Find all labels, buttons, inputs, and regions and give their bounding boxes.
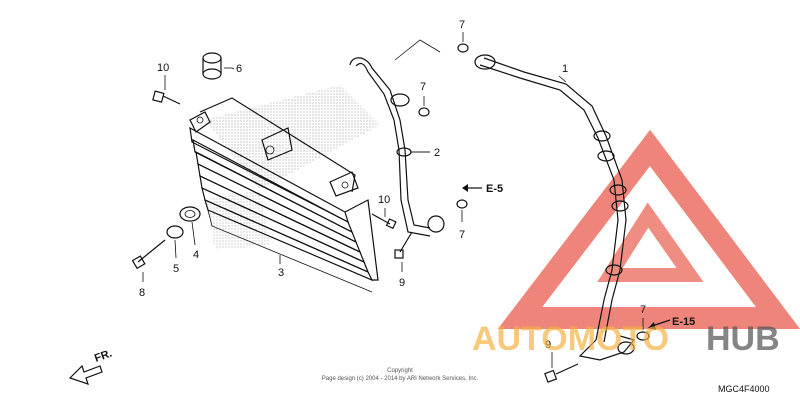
oil-pipe-1 bbox=[474, 54, 636, 361]
reference-e5: E-5 bbox=[462, 183, 503, 195]
callout-2: 2 bbox=[434, 147, 440, 159]
callout-3: 3 bbox=[278, 267, 284, 279]
bolt-10-left bbox=[152, 75, 181, 105]
callout-6: 6 bbox=[236, 63, 242, 75]
callout-labels: 1 2 3 4 5 6 7 7 7 7 8 9 9 10 10 bbox=[139, 19, 646, 351]
washer-7-d bbox=[636, 318, 650, 341]
copyright-notice: Copyright Page design (c) 2004 - 2014 by… bbox=[322, 368, 479, 382]
reference-e15-label: E-15 bbox=[672, 316, 695, 328]
watermark-text: AUTOMOTO HUB bbox=[472, 320, 780, 358]
collar-4 bbox=[179, 206, 201, 246]
mounting-area-shading bbox=[205, 85, 380, 250]
callout-7-middle: 7 bbox=[459, 229, 465, 241]
bolt-10-right bbox=[371, 208, 397, 230]
callout-8: 8 bbox=[139, 287, 145, 299]
washer-7-a bbox=[457, 32, 469, 53]
grommet-6 bbox=[202, 52, 232, 80]
diagram-code: MGC4F4000 bbox=[718, 384, 770, 394]
front-direction-label: FR. bbox=[93, 347, 114, 364]
callout-1: 1 bbox=[562, 63, 568, 75]
copyright-line2: Page design (c) 2004 - 2014 by ARI Netwo… bbox=[322, 376, 479, 382]
callout-7-top: 7 bbox=[459, 19, 465, 31]
leader-lines bbox=[231, 39, 567, 264]
oil-pipe-2 bbox=[349, 57, 445, 237]
copyright-line1: Copyright bbox=[387, 368, 413, 374]
reference-e5-label: E-5 bbox=[486, 183, 503, 195]
callout-7-bottom: 7 bbox=[640, 304, 646, 316]
callout-7-upper: 7 bbox=[420, 81, 426, 93]
oil-cooler bbox=[189, 97, 379, 293]
reference-e15: E-15 bbox=[648, 316, 695, 330]
callout-9-middle: 9 bbox=[399, 277, 405, 289]
watermark-brand-part1: AUTOMOTO bbox=[472, 320, 669, 358]
callout-10-right: 10 bbox=[378, 194, 390, 206]
watermark-brand-part2: HUB bbox=[706, 320, 780, 358]
washer-7-b bbox=[418, 96, 430, 117]
watermark-logo bbox=[497, 129, 800, 329]
callout-9-bottom: 9 bbox=[545, 339, 551, 351]
callout-10-left: 10 bbox=[157, 62, 169, 74]
washer-7-c bbox=[456, 199, 468, 222]
bolt-9-bottom bbox=[544, 352, 579, 383]
front-direction-arrow: FR. bbox=[68, 347, 114, 385]
callout-5: 5 bbox=[173, 263, 179, 275]
callout-4: 4 bbox=[193, 249, 199, 261]
bolt-8 bbox=[131, 239, 166, 282]
washer-5 bbox=[166, 225, 184, 259]
bolt-9-middle bbox=[394, 231, 413, 272]
